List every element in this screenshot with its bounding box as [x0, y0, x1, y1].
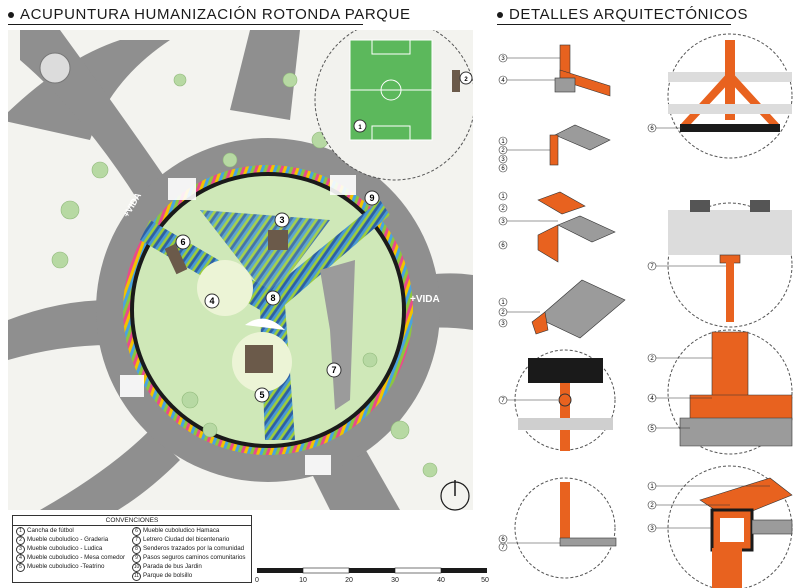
details-title: DETALLES ARQUITECTÓNICOS — [497, 6, 748, 23]
detail-label-d5: 7 — [498, 395, 558, 405]
svg-text:2: 2 — [650, 503, 654, 509]
scale-tick-30: 30 — [391, 577, 399, 584]
scale-tick-20: 20 — [345, 577, 353, 584]
city-sign — [320, 260, 355, 410]
detail-corner-joint — [554, 44, 611, 97]
svg-text:7: 7 — [650, 264, 654, 270]
detail-seat-module — [537, 191, 616, 263]
marker-5: 5 — [259, 390, 264, 400]
svg-text:2: 2 — [501, 206, 505, 212]
detail-label-c4: 1 2 3 — [647, 481, 770, 533]
marker-2: 2 — [464, 77, 468, 83]
svg-text:3: 3 — [501, 219, 505, 225]
detail-label-d4: 1 2 3 — [498, 297, 540, 328]
svg-text:2: 2 — [501, 310, 505, 316]
detail-bench-top — [549, 124, 611, 166]
svg-text:1: 1 — [501, 139, 505, 145]
small-roundabout — [39, 52, 71, 84]
svg-text:7: 7 — [501, 545, 505, 551]
marker-3: 3 — [279, 215, 284, 225]
detail-post-section — [514, 349, 616, 451]
marker-8: 8 — [270, 293, 275, 303]
marker-4: 4 — [209, 296, 214, 306]
road-southwest — [40, 430, 180, 510]
hammock-module — [164, 243, 188, 275]
svg-text:1: 1 — [501, 300, 505, 306]
bleacher-module — [452, 70, 460, 92]
scale-bar: 0 10 20 30 40 50 — [255, 567, 489, 584]
svg-text:3: 3 — [501, 157, 505, 163]
white-path — [245, 318, 285, 330]
theatre-module — [245, 345, 273, 373]
svg-text:3: 3 — [501, 321, 505, 327]
plaza-dining — [197, 260, 253, 316]
svg-text:5: 5 — [650, 426, 654, 432]
svg-text:2: 2 — [650, 356, 654, 362]
svg-text:6: 6 — [501, 537, 505, 543]
svg-text:3: 3 — [501, 56, 505, 62]
road-north — [230, 30, 300, 120]
legend-title: CONVENCIONES — [13, 516, 251, 526]
scale-tick-40: 40 — [437, 577, 445, 584]
crosswalks — [120, 175, 356, 475]
road-west — [8, 300, 110, 360]
scale-tick-10: 10 — [299, 577, 307, 584]
svg-text:4: 4 — [501, 78, 505, 84]
play-module — [268, 230, 288, 250]
svg-text:7: 7 — [501, 398, 505, 404]
detail-label-d1: 3 4 — [498, 53, 560, 85]
detail-truss — [667, 33, 793, 159]
svg-text:6: 6 — [501, 166, 505, 172]
plan-title-text: ACUPUNTURA HUMANIZACIÓN ROTONDA PARQUE — [20, 6, 411, 23]
detail-base-section — [514, 477, 617, 579]
svg-text:3: 3 — [650, 526, 654, 532]
north-arrow-icon — [440, 480, 470, 511]
detail-label-d2: 1 2 3 6 — [498, 136, 550, 173]
svg-text:1: 1 — [650, 484, 654, 490]
plan-title: ACUPUNTURA HUMANIZACIÓN ROTONDA PARQUE — [8, 6, 411, 23]
svg-text:4: 4 — [650, 396, 654, 402]
plan-title-rule — [8, 24, 363, 25]
details-title-rule — [497, 24, 731, 25]
marker-7: 7 — [331, 365, 336, 375]
details-title-text: DETALLES ARQUITECTÓNICOS — [509, 6, 749, 23]
detail-roof-slats — [531, 279, 626, 339]
scale-tick-0: 0 — [255, 577, 259, 584]
svg-text:6: 6 — [501, 243, 505, 249]
marker-9: 9 — [369, 193, 374, 203]
detail-label-d3: 1 2 3 6 — [498, 191, 558, 250]
plan-markers: 1 2 3 4 5 6 7 8 9 — [175, 71, 473, 403]
svg-text:1: 1 — [501, 194, 505, 200]
svg-text:6: 6 — [650, 126, 654, 132]
scale-tick-50: 50 — [481, 577, 489, 584]
marker-1: 1 — [358, 125, 362, 131]
detail-label-c3: 2 4 5 — [647, 353, 712, 433]
vida-label-east: +VIDA — [410, 294, 440, 305]
detail-hanger — [667, 200, 793, 328]
detail-hollow-profile — [667, 465, 793, 588]
marker-6: 6 — [180, 237, 185, 247]
detail-label-c2: 7 — [647, 261, 726, 271]
detail-label-d6: 6 7 — [498, 534, 560, 552]
path-triangle — [200, 210, 330, 300]
detail-label-c1: 6 — [647, 123, 682, 133]
detail-labels: 3 4 1 2 3 6 1 2 3 6 1 2 3 7 — [498, 53, 770, 552]
svg-text:2: 2 — [501, 148, 505, 154]
detail-corner-block — [667, 329, 793, 455]
